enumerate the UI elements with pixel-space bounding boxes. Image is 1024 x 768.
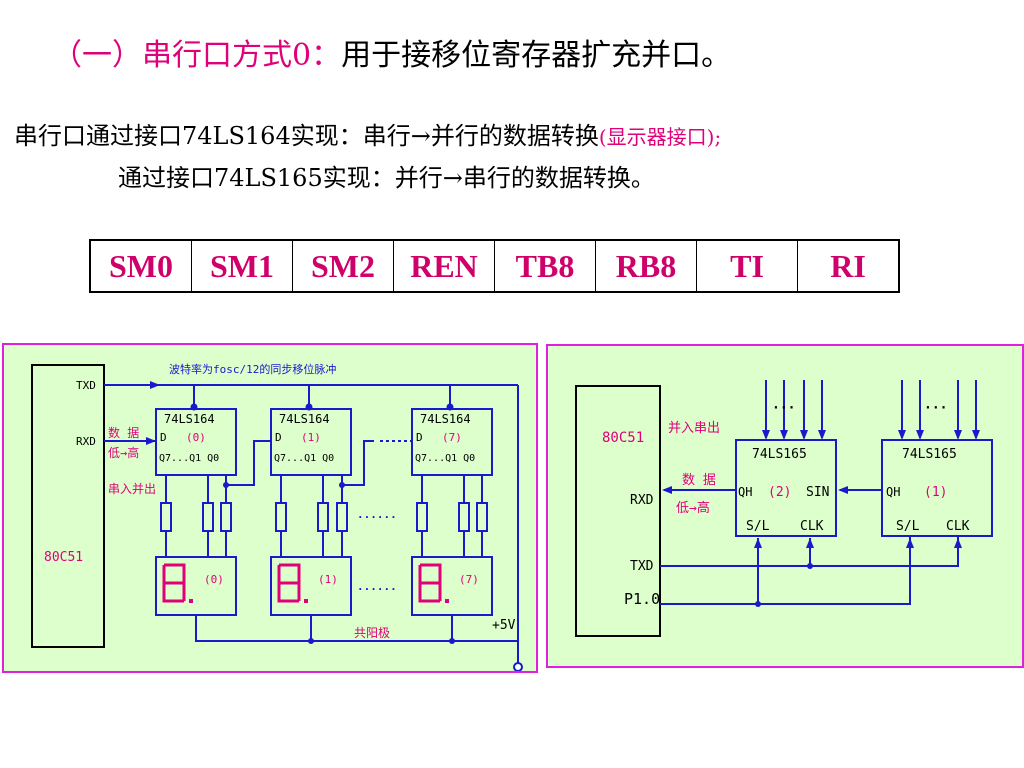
left-data-label: 数 据 (108, 425, 139, 440)
left-chip-7-d: D (416, 431, 423, 444)
reg-bit-rb8: RB8 (595, 239, 697, 293)
right-rxd-label: RXD (630, 493, 654, 508)
right-data-label: 数 据 (682, 473, 716, 488)
title-rest: 用于接移位寄存器扩充并口。 (341, 38, 732, 73)
right-circuit-diagram: 80C51 并入串出 RXD TXD P1.0 数 据 低→高 74LS165 … (575, 380, 993, 637)
reg-bit-ren: REN (393, 239, 495, 293)
right-direction-label: 低→高 (676, 500, 710, 516)
right-chip-2 (735, 439, 837, 537)
reg-bit-sm1: SM1 (191, 239, 293, 293)
line-1-text: 串行口通过接口74LS164实现：串行→并行的数据转换 (14, 122, 599, 150)
left-direction-label: 低→高 (108, 445, 139, 460)
left-display-1-num: (1) (318, 573, 338, 586)
line-1: 串行口通过接口74LS164实现：串行→并行的数据转换(显示器接口); (14, 116, 721, 151)
left-chip-7-num: (7) (442, 431, 462, 444)
right-chip-1-name: 74LS165 (902, 447, 957, 462)
left-chip-0-name: 74LS164 (164, 412, 215, 426)
right-mode-label: 并入串出 (668, 421, 720, 436)
right-chip-1-sl: S/L (896, 519, 920, 534)
left-mcu-box (31, 364, 105, 648)
right-chip-2-clk: CLK (800, 519, 824, 534)
scon-register-table: SM0 SM1 SM2 REN TB8 RB8 TI RI (89, 239, 900, 293)
right-chip-2-num: (2) (768, 485, 791, 500)
reg-bit-sm0: SM0 (89, 239, 192, 293)
left-common-anode: 共阳极 (354, 626, 390, 640)
right-port-label: P1.0 (624, 590, 660, 608)
left-clock-note: 波特率为fosc/12的同步移位脉冲 (169, 362, 336, 376)
left-circuit-panel: TXD RXD 80C51 波特率为fosc/12的同步移位脉冲 数 据 低→高… (2, 343, 538, 673)
right-chip-2-qh: QH (738, 485, 752, 499)
left-chip-0-d: D (160, 431, 167, 444)
right-chip-1-qh: QH (886, 485, 900, 499)
right-txd-label: TXD (630, 559, 654, 574)
left-chip-7-pins: Q7...Q1 Q0 (415, 453, 475, 464)
right-mcu-label: 80C51 (602, 430, 644, 446)
left-mode-label: 串入并出 (108, 482, 156, 496)
reg-bit-tb8: TB8 (494, 239, 596, 293)
left-mcu-label: 80C51 (44, 550, 83, 565)
reg-bit-ri: RI (797, 239, 900, 293)
right-mcu-box (575, 385, 661, 637)
left-chip-1-name: 74LS164 (279, 412, 330, 426)
left-display-0-num: (0) (204, 573, 224, 586)
right-chip-2-name: 74LS165 (752, 447, 807, 462)
right-chip-2-sl: S/L (746, 519, 770, 534)
title-prefix: （一）串行口方式0： (52, 38, 342, 73)
left-vcc: +5V (492, 618, 516, 633)
right-chip-1 (881, 439, 993, 537)
left-chip-1-num: (1) (301, 431, 321, 444)
right-chip-2-sin: SIN (806, 485, 829, 500)
line-1-note: (显示器接口); (598, 125, 722, 149)
right-chip-1-clk: CLK (946, 519, 970, 534)
left-dots-bottom: ······ (357, 583, 397, 596)
left-rxd-label: RXD (76, 435, 96, 448)
left-chip-0-num: (0) (186, 431, 206, 444)
left-chip-1-pins: Q7...Q1 Q0 (274, 453, 334, 464)
left-chip-7-name: 74LS164 (420, 412, 471, 426)
right-dots-2: ··· (772, 401, 795, 416)
page-title: （一）串行口方式0：用于接移位寄存器扩充并口。 (52, 30, 731, 74)
line-2-text: 通过接口74LS165实现：并行→串行的数据转换。 (118, 164, 655, 192)
right-circuit-panel: 80C51 并入串出 RXD TXD P1.0 数 据 低→高 74LS165 … (546, 344, 1024, 668)
left-dots-mid: ······ (357, 511, 397, 524)
reg-bit-ti: TI (696, 239, 798, 293)
left-chip-1-d: D (275, 431, 282, 444)
left-display-7-num: (7) (459, 573, 479, 586)
right-chip-1-num: (1) (924, 485, 947, 500)
left-txd-label: TXD (76, 379, 96, 392)
left-chip-0-pins: Q7...Q1 Q0 (159, 453, 219, 464)
reg-bit-sm2: SM2 (292, 239, 394, 293)
line-2: 通过接口74LS165实现：并行→串行的数据转换。 (118, 158, 655, 193)
right-dots-1: ··· (924, 401, 947, 416)
left-circuit-diagram: TXD RXD 80C51 波特率为fosc/12的同步移位脉冲 数 据 低→高… (31, 362, 523, 671)
